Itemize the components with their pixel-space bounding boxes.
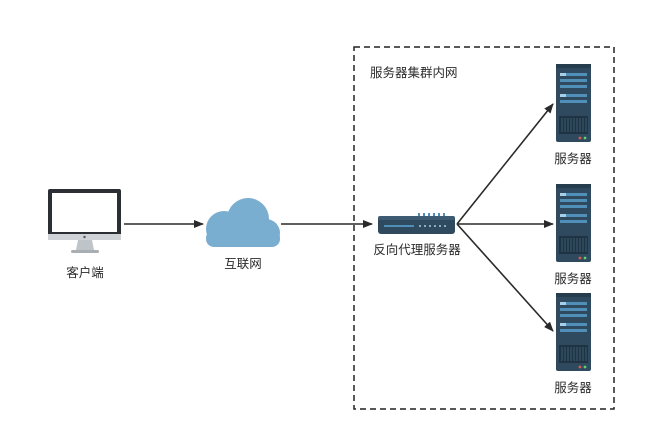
- server-2-label: 服务器: [554, 271, 592, 286]
- arrow-proxy-to-server-3: [456, 223, 554, 332]
- cloud-icon: [206, 198, 280, 247]
- proxy-switch-icon: [378, 213, 455, 234]
- arrow-proxy-to-server-1: [456, 103, 554, 225]
- server-3-label: 服务器: [554, 380, 592, 395]
- cluster-boundary: [353, 46, 615, 410]
- server-3-icon: [555, 292, 592, 372]
- proxy-label: 反向代理服务器: [373, 242, 461, 257]
- server-1-label: 服务器: [554, 151, 592, 166]
- client-label: 客户端: [66, 265, 104, 280]
- client-computer-icon: [48, 189, 121, 253]
- internet-label: 互联网: [224, 256, 262, 271]
- server-1-icon: [555, 63, 592, 143]
- server-2-icon: [555, 183, 592, 263]
- cluster-label: 服务器集群内网: [370, 65, 458, 80]
